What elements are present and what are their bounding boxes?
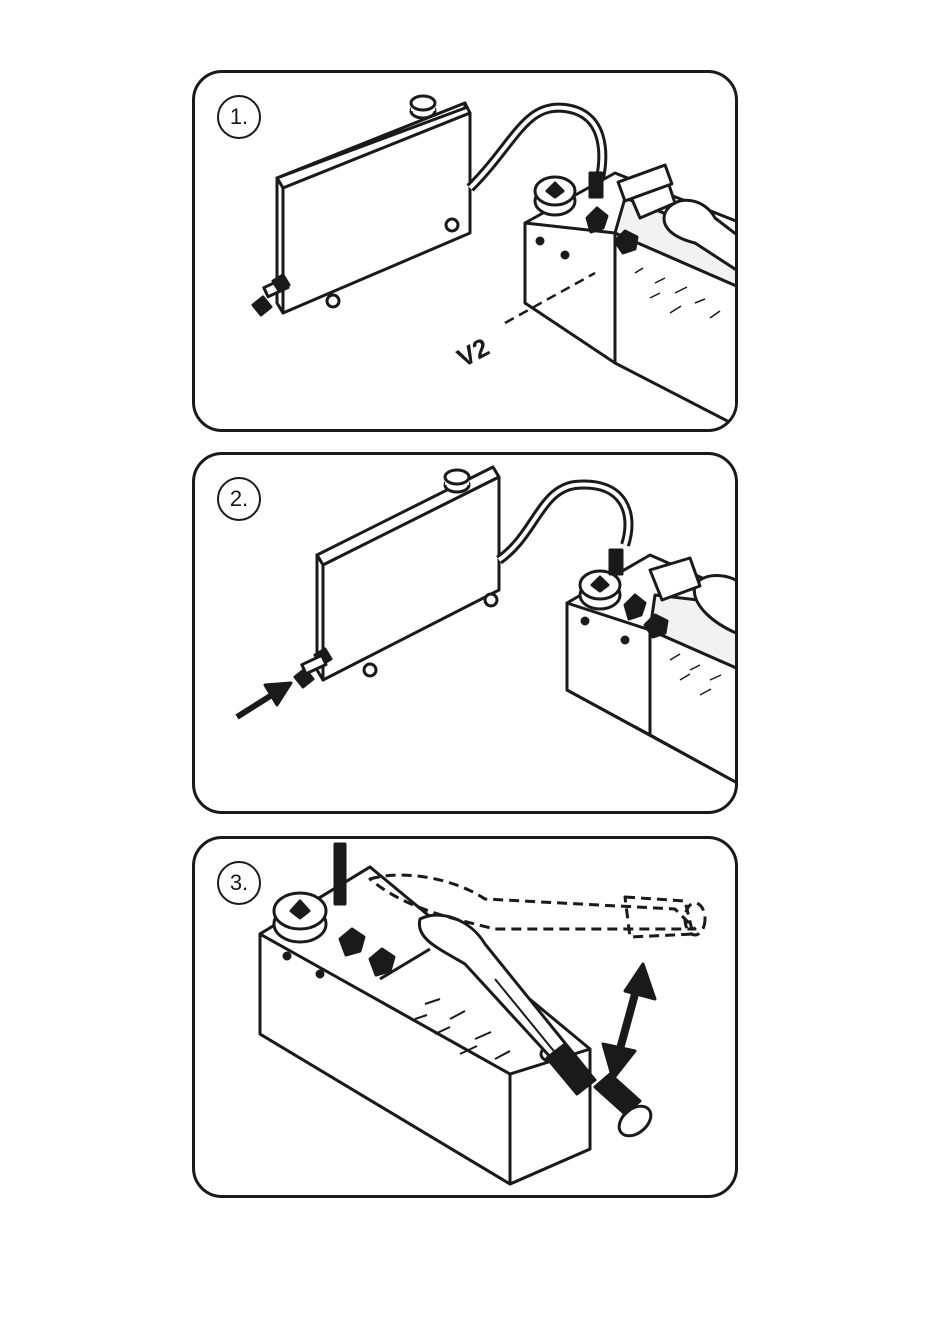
test-pump [525, 165, 738, 428]
step-1-panel: 1. [192, 70, 738, 432]
arrow-to-tap [237, 683, 291, 717]
step-1-badge: 1. [217, 95, 261, 139]
step-3-illustration [195, 839, 738, 1198]
step-2-illustration [195, 455, 738, 814]
hose [499, 485, 628, 560]
step-3-panel: 3. [192, 836, 738, 1198]
step-2-panel: 2. [192, 452, 738, 814]
step-1-illustration: V2 [195, 73, 738, 432]
step-2-badge: 2. [217, 477, 261, 521]
water-tank [277, 96, 470, 313]
hose [470, 108, 602, 188]
step-3-badge: 3. [217, 861, 261, 905]
test-pump [567, 550, 738, 785]
water-tank [317, 467, 499, 680]
v2-label: V2 [452, 332, 494, 373]
up-down-arrow [603, 964, 655, 1079]
